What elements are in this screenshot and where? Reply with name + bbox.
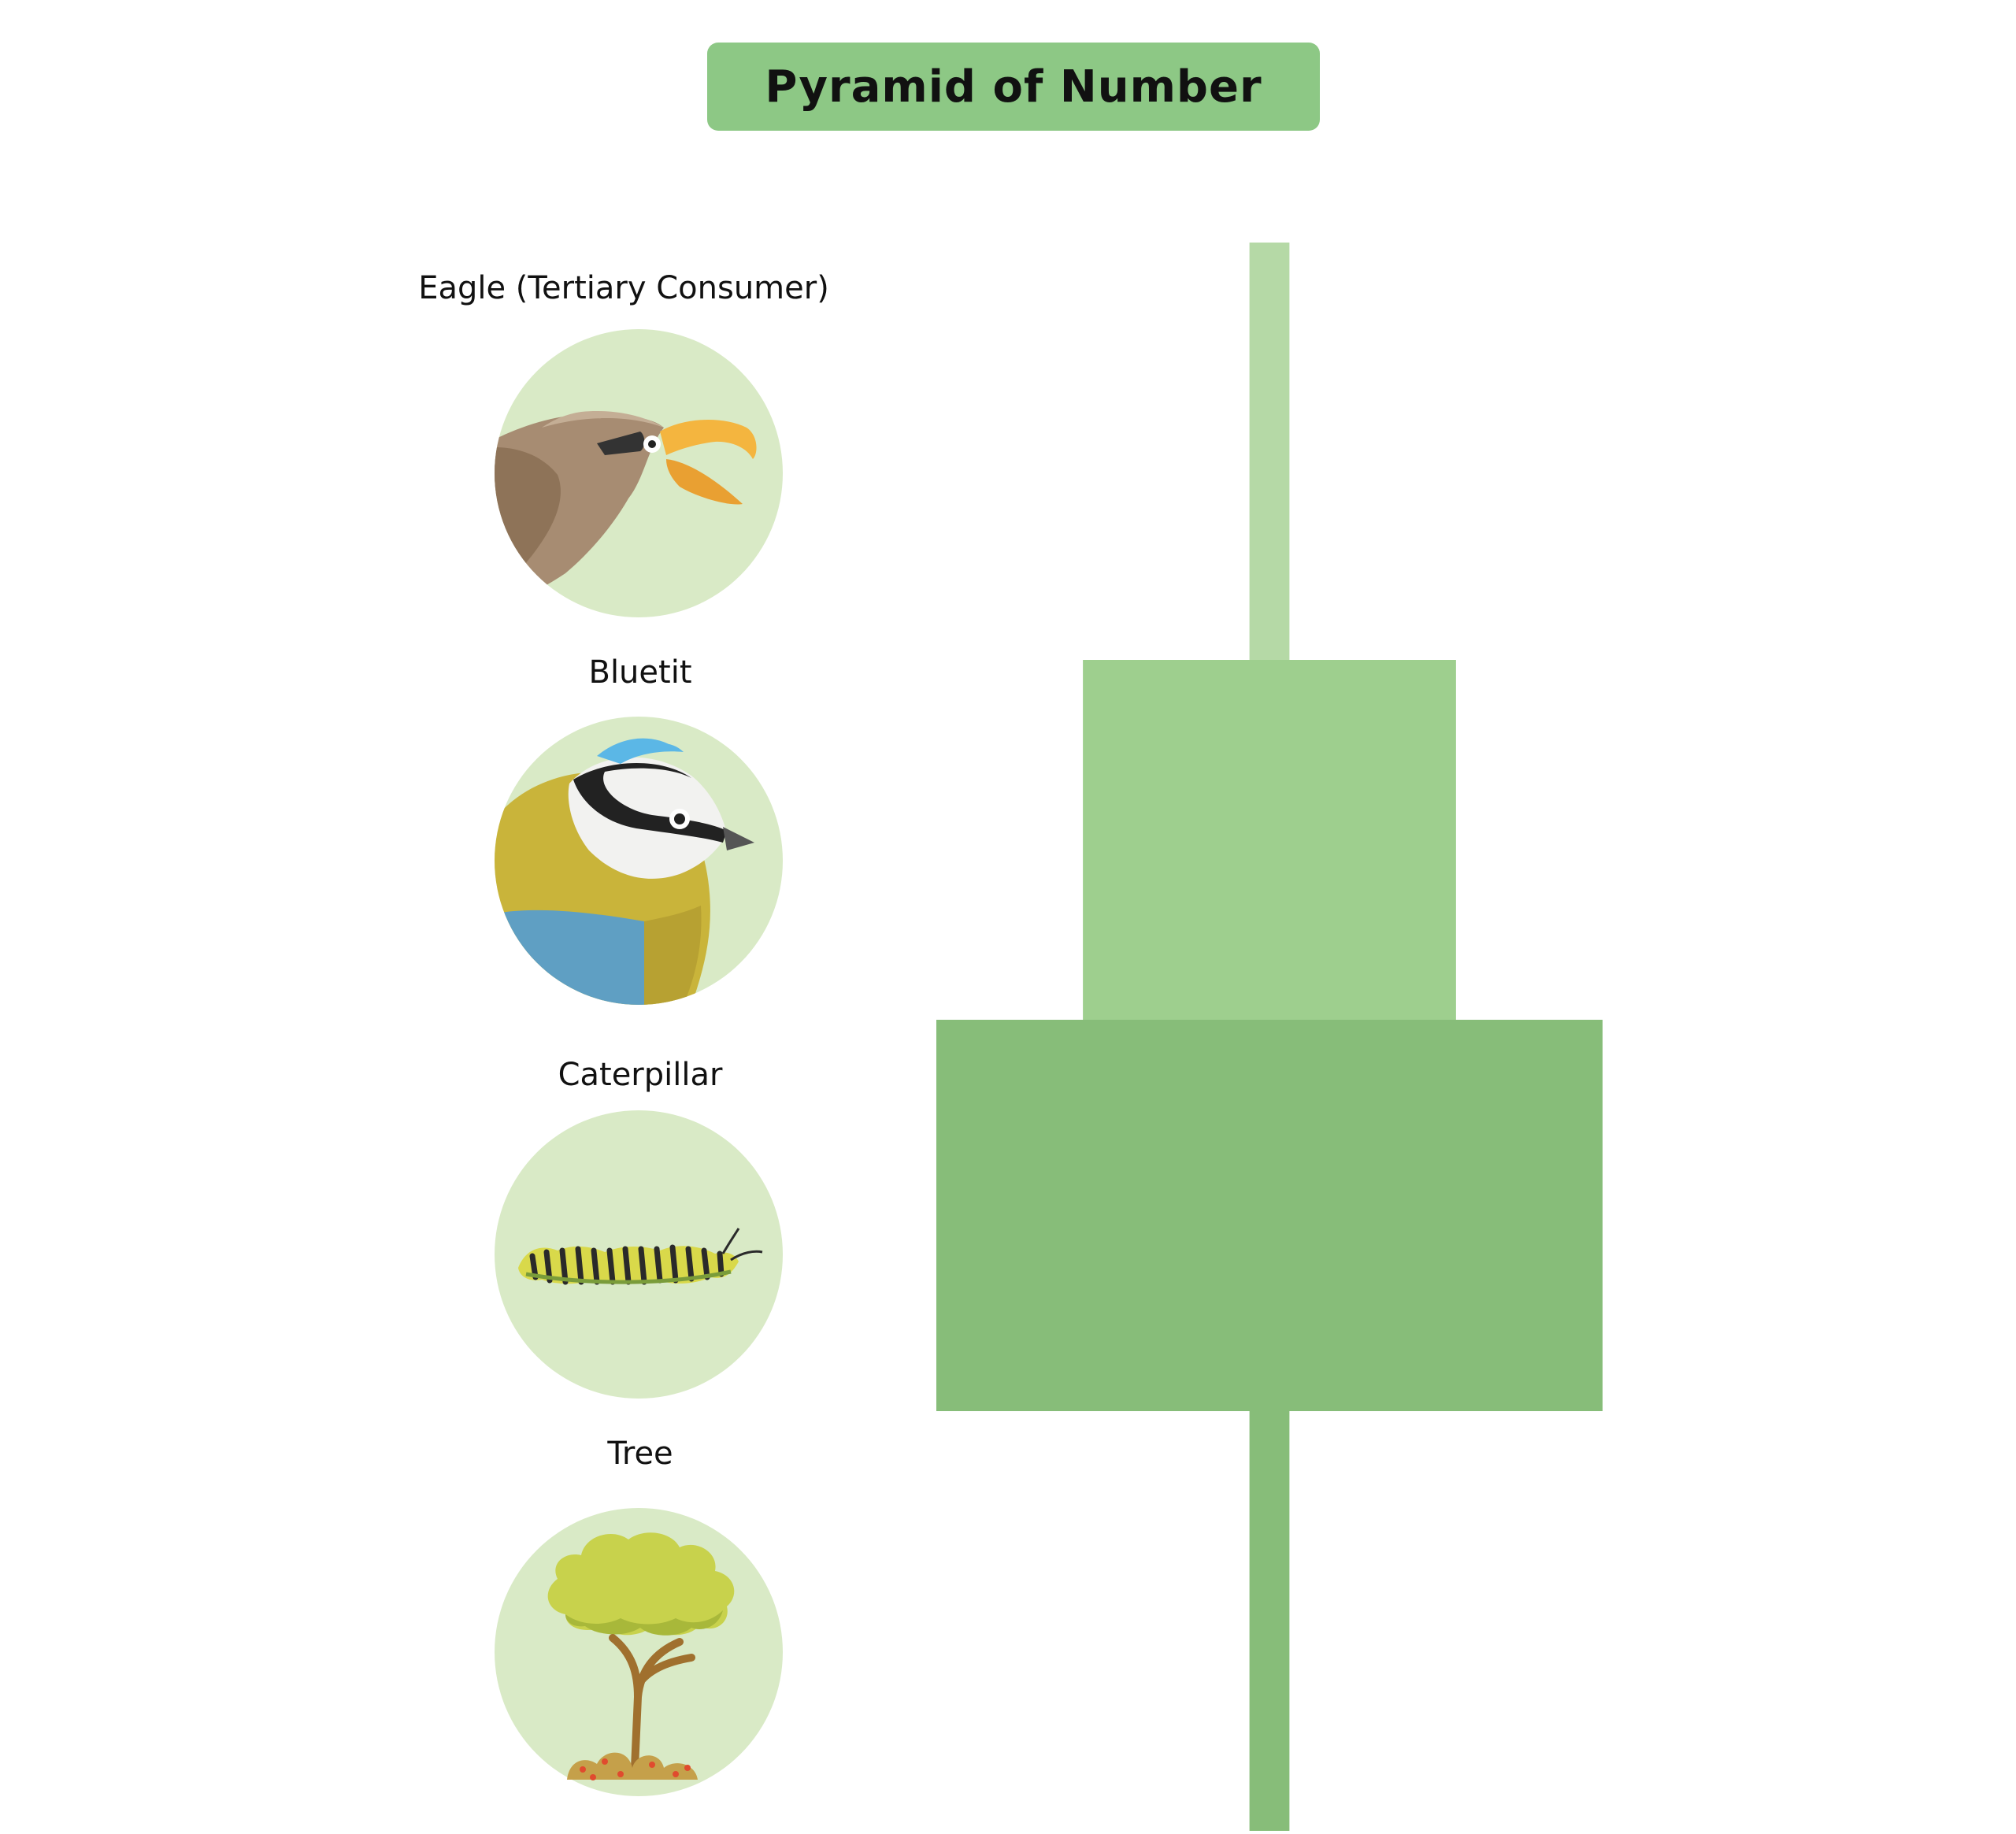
- tree-icon: [495, 1508, 783, 1796]
- bar-tree: [1249, 1411, 1290, 1831]
- bar-caterpillar: [936, 1020, 1603, 1411]
- bar-bluetit: [1083, 660, 1456, 1020]
- bar-eagle: [1249, 243, 1290, 660]
- level-label-caterpillar: Caterpillar: [558, 1057, 723, 1093]
- page-title: Pyramid of Number: [765, 61, 1262, 113]
- level-label-eagle: Eagle (Tertiary Consumer): [418, 270, 829, 306]
- title-banner: Pyramid of Number: [707, 43, 1320, 131]
- level-label-tree: Tree: [607, 1436, 673, 1472]
- eagle-icon: [495, 329, 783, 617]
- level-label-bluetit: Bluetit: [588, 654, 692, 691]
- caterpillar-icon: [495, 1110, 783, 1399]
- bluetit-icon: [495, 717, 783, 1005]
